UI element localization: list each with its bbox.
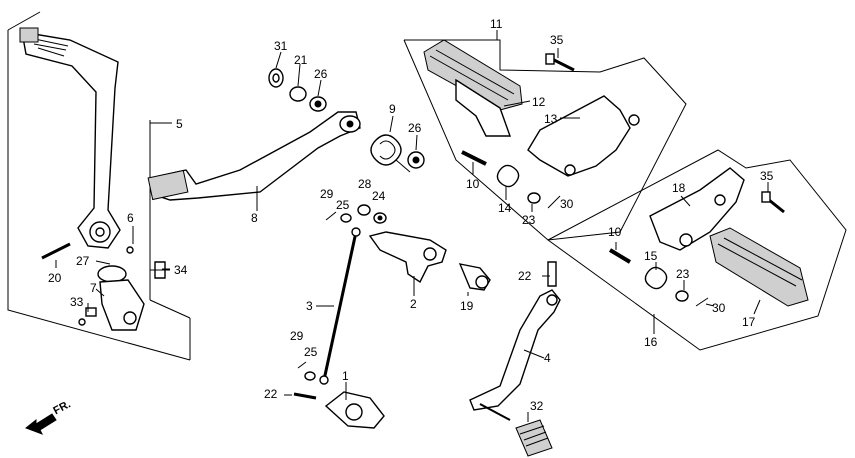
left-footpeg-assembly (423, 39, 640, 209)
shift-rod-assembly (297, 204, 387, 385)
callout-10b: 10 (608, 225, 622, 239)
callout-34: 34 (174, 263, 188, 277)
callout-33: 33 (70, 295, 84, 309)
shift-lower-clamp (293, 391, 385, 429)
callout-22b: 22 (518, 269, 532, 283)
leader-lines (55, 30, 769, 422)
kick-starter-arm (19, 27, 121, 249)
callout-24: 24 (372, 189, 386, 203)
callout-23a: 23 (522, 213, 536, 227)
callout-10a: 10 (466, 177, 480, 191)
callout-35a: 35 (550, 33, 564, 47)
callout-25a: 25 (336, 198, 350, 212)
callout-30a: 30 (560, 197, 574, 211)
callout-26a: 26 (314, 67, 328, 81)
callout-16: 16 (644, 335, 658, 349)
callout-27: 27 (76, 254, 90, 268)
callout-labels: 5 6 27 7 33 20 34 8 31 21 26 9 26 29 28 … (48, 17, 774, 417)
callout-29b: 29 (290, 329, 304, 343)
callout-6: 6 (127, 211, 134, 225)
callout-9: 9 (389, 102, 396, 116)
callout-14: 14 (498, 201, 512, 215)
callout-31: 31 (274, 39, 288, 53)
callout-29a: 29 (320, 187, 334, 201)
callout-26b: 26 (408, 121, 422, 135)
callout-15: 15 (644, 249, 658, 263)
callout-21: 21 (294, 53, 308, 67)
shift-small-parts (268, 68, 425, 173)
callout-18: 18 (672, 181, 686, 195)
right-footpeg-assembly (608, 167, 809, 307)
right-footpeg-group-outline (547, 149, 847, 351)
callout-25b: 25 (304, 345, 318, 359)
callout-2: 2 (410, 297, 417, 311)
brake-pedal (469, 261, 561, 457)
callout-4: 4 (544, 351, 551, 365)
callout-3: 3 (306, 299, 313, 313)
callout-8: 8 (251, 211, 258, 225)
callout-17: 17 (742, 315, 756, 329)
callout-7: 7 (90, 281, 97, 295)
callout-32: 32 (530, 399, 544, 413)
callout-19: 19 (460, 299, 474, 313)
shift-pedal (147, 111, 361, 201)
callout-20: 20 (48, 271, 62, 285)
kick-pivot-parts (41, 242, 170, 331)
callout-22a: 22 (264, 387, 278, 401)
callout-13: 13 (544, 112, 558, 126)
callout-23b: 23 (676, 267, 690, 281)
callout-11: 11 (490, 17, 503, 31)
left-footpeg-group-outline (403, 39, 687, 241)
front-direction-arrow (25, 413, 57, 435)
shift-arm (368, 231, 491, 291)
callout-35b: 35 (760, 169, 774, 183)
callout-5: 5 (176, 117, 183, 131)
direction-label: FR. (51, 398, 72, 417)
callout-1: 1 (342, 369, 349, 383)
callout-28: 28 (358, 177, 372, 191)
callout-12: 12 (532, 95, 546, 109)
callout-30b: 30 (712, 301, 726, 315)
